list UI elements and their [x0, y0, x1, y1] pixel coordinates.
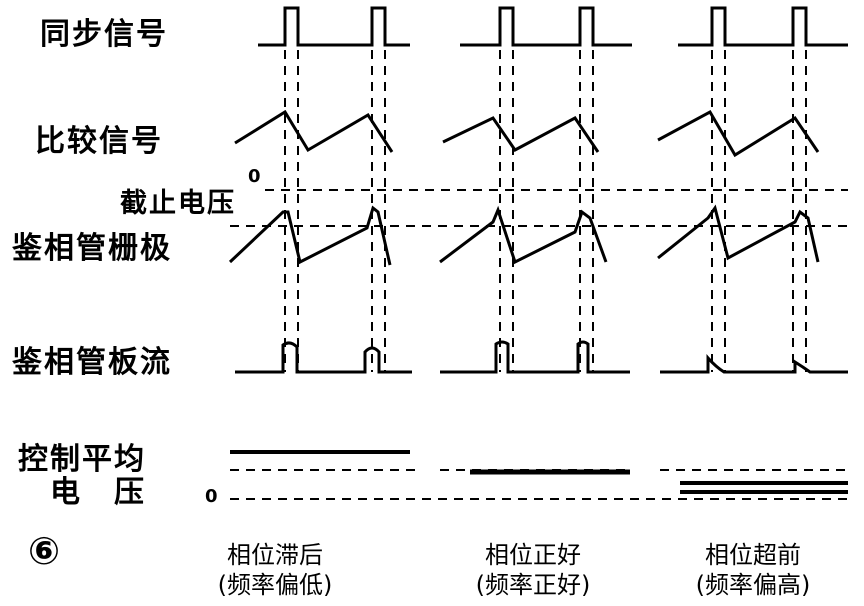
- caption-match-line1: 相位正好: [485, 541, 581, 569]
- grid-wave: [228, 204, 820, 266]
- caption-lag-line2: (频率偏低): [217, 571, 333, 599]
- cutoff-voltage-label: 截止电压: [120, 188, 236, 219]
- control-label: 控制平均: [18, 442, 146, 477]
- caption-lead-line1: 相位超前: [705, 541, 801, 569]
- plate-current-label: 鉴相管板流: [12, 345, 172, 380]
- grid-label: 鉴相管栅极: [12, 231, 172, 266]
- caption-lag: 相位滞后 (频率偏低): [170, 540, 380, 600]
- compare-signal-label: 比较信号: [35, 124, 163, 159]
- caption-lag-line1: 相位滞后: [227, 541, 323, 569]
- caption-match-line2: (频率正好): [475, 571, 591, 599]
- caption-lead-line2: (频率偏高): [695, 571, 811, 599]
- figure-number: ⑥: [28, 529, 61, 573]
- sync-signal-wave: [258, 6, 848, 47]
- compare-signal-wave: [234, 109, 820, 158]
- caption-lead: 相位超前 (频率偏高): [648, 540, 858, 600]
- sync-signal-label: 同步信号: [40, 17, 168, 52]
- vertical-guide-lines: [284, 50, 807, 372]
- zero-label-top: 0: [248, 166, 261, 187]
- voltage-label: 电 压: [50, 475, 146, 510]
- caption-match: 相位正好 (频率正好): [428, 540, 638, 600]
- control-voltage-high: [680, 481, 848, 494]
- zero-label-bottom: 0: [205, 486, 218, 507]
- plate-current-wave: [235, 340, 848, 374]
